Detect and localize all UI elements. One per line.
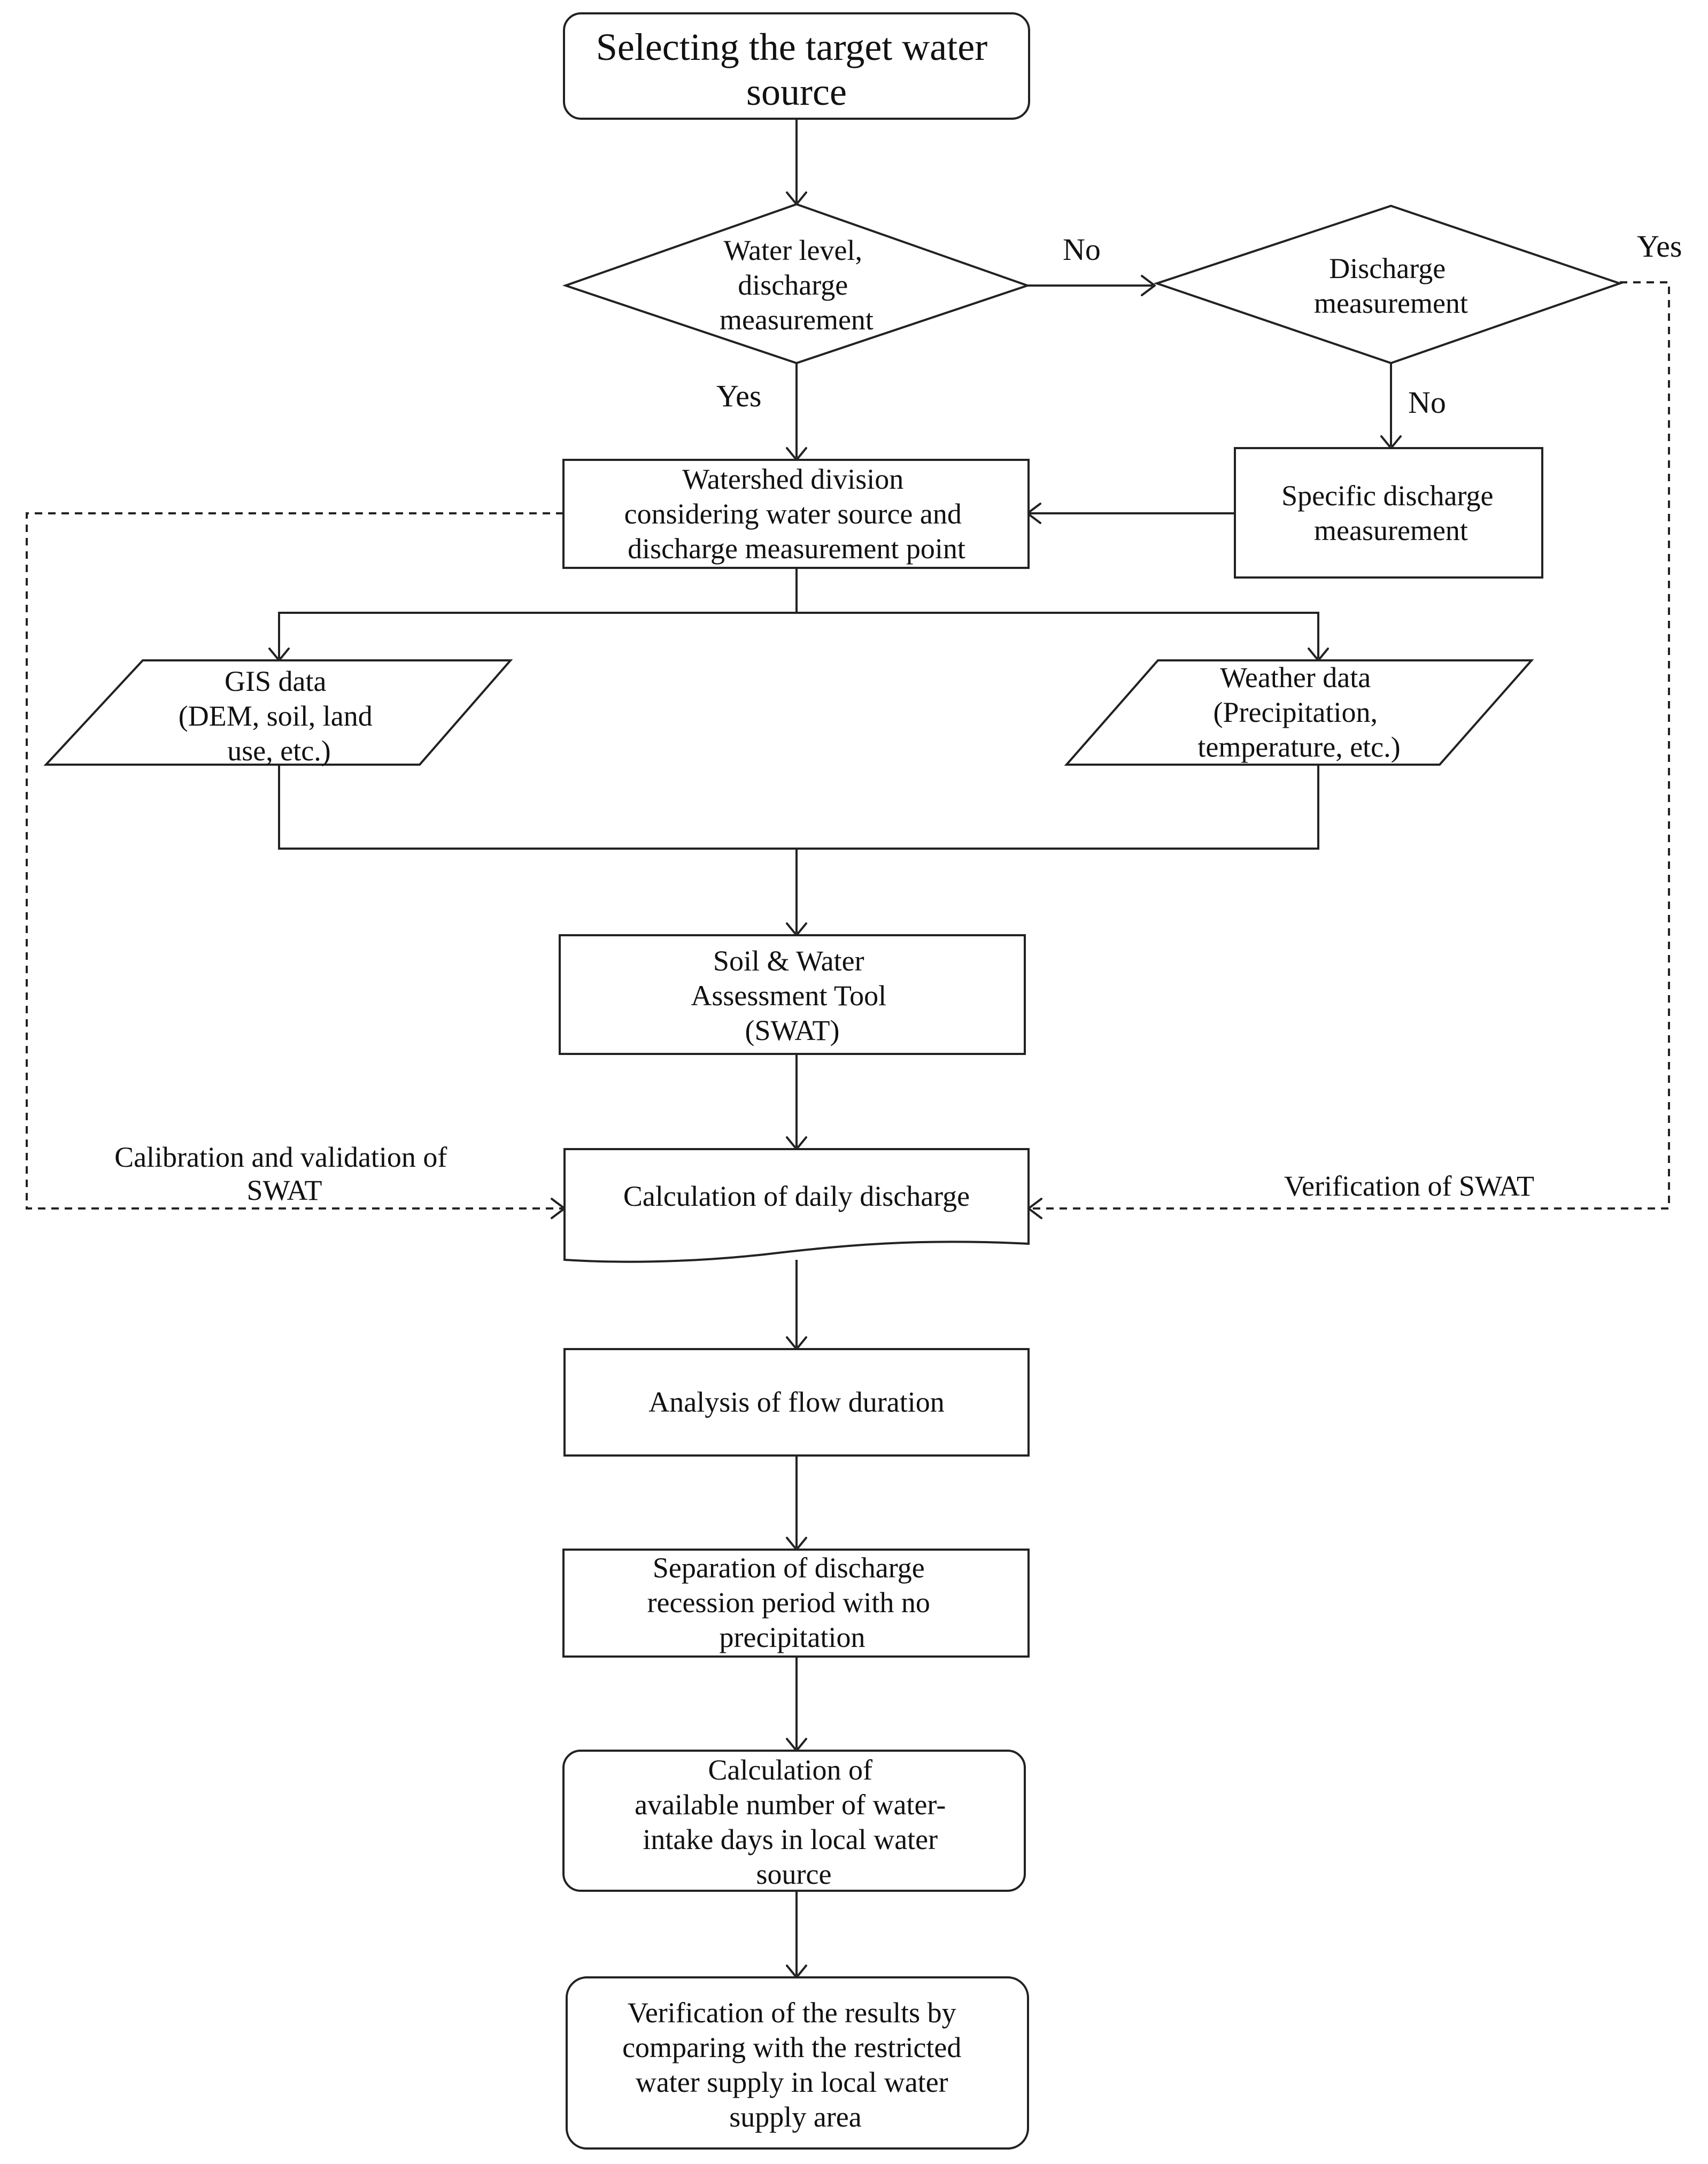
separation-node: Separation of discharge recession period…	[562, 1549, 1030, 1658]
decision-water-level-diamond	[562, 203, 1031, 365]
weather-data-parallelogram	[1064, 659, 1534, 766]
separation-line-2: recession period with no	[647, 1587, 930, 1619]
gis-data-node: GIS data (DEM, soil, land use, etc.)	[43, 659, 513, 767]
flow-duration-node: Analysis of flow duration	[563, 1348, 1030, 1457]
swat-node: Soil & Water Assessment Tool (SWAT)	[559, 934, 1026, 1055]
decision-water-level: Water level, discharge measurement	[562, 203, 1031, 365]
watershed-label: Watershed division considering water sou…	[624, 463, 969, 565]
verify-results-line-2: comparing with the restricted	[622, 2031, 961, 2063]
edge-label-calibration: Calibration and validation of SWAT	[114, 1141, 454, 1206]
decision-water-level-line-1: Water level,	[723, 234, 862, 266]
gis-data-line-1: GIS data	[225, 665, 326, 697]
edge-label-yes-down: Yes	[716, 379, 761, 413]
edge-label-no-right: No	[1063, 232, 1101, 267]
decision-discharge-line-1: Discharge	[1329, 252, 1446, 284]
separation-label: Separation of discharge recession period…	[647, 1552, 938, 1653]
verify-results-label: Verification of the results by comparing…	[622, 1997, 969, 2133]
watershed-line-1: Watershed division	[682, 463, 903, 495]
intake-days-line-3: intake days in local water	[643, 1823, 938, 1855]
separation-box	[562, 1549, 1030, 1658]
weather-data-line-3: temperature, etc.)	[1197, 731, 1400, 763]
edge-label-calibration-line-2: SWAT	[246, 1174, 322, 1206]
edge-label-no-down: No	[1408, 385, 1446, 420]
start-line-2: source	[746, 71, 847, 113]
flow-duration-line-1: Analysis of flow duration	[648, 1386, 944, 1418]
gis-data-parallelogram	[43, 659, 513, 766]
connector-to-weather	[797, 612, 1319, 658]
edge-label-yes-right: Yes	[1637, 229, 1682, 264]
verify-results-line-4: supply area	[729, 2101, 861, 2133]
swat-line-1: Soil & Water	[713, 945, 864, 977]
daily-discharge-label: Calculation of daily discharge	[623, 1180, 970, 1212]
verify-results-node: Verification of the results by comparing…	[566, 1976, 1029, 2150]
watershed-box	[562, 459, 1030, 569]
decision-water-level-line-3: measurement	[720, 304, 874, 336]
connector-calibration-dashed	[26, 512, 563, 1210]
separation-line-3: precipitation	[720, 1621, 865, 1653]
daily-discharge-node: Calculation of daily discharge	[563, 1148, 1030, 1263]
intake-days-box	[562, 1750, 1026, 1892]
weather-data-line-2: (Precipitation,	[1214, 696, 1378, 728]
decision-discharge-label: Discharge measurement	[1314, 252, 1468, 319]
connectors	[26, 119, 1670, 1978]
arrowhead-calibration	[551, 1198, 566, 1219]
arrowhead-no-to-discharge	[1141, 275, 1156, 296]
edge-labels: No Yes No Yes Calibration and validation…	[114, 229, 1682, 1206]
weather-data-node: Weather data (Precipitation, temperature…	[1064, 659, 1534, 766]
start-line-1: Selecting the target water	[596, 26, 987, 68]
decision-discharge-diamond	[1153, 204, 1624, 365]
specific-discharge-label: Specific discharge measurement	[1281, 480, 1501, 546]
decision-discharge: Discharge measurement	[1153, 204, 1624, 365]
flow-duration-label: Analysis of flow duration	[648, 1386, 944, 1418]
specific-discharge-line-1: Specific discharge	[1281, 480, 1493, 512]
start-node: Selecting the target water source	[563, 12, 1030, 120]
flow-duration-box	[563, 1348, 1030, 1457]
gis-data-line-3: use, etc.)	[227, 735, 330, 767]
gis-data-line-2: (DEM, soil, land	[179, 700, 373, 732]
decision-water-level-line-2: discharge	[738, 269, 848, 301]
swat-label: Soil & Water Assessment Tool (SWAT)	[691, 945, 893, 1046]
connector-verification-dashed	[1031, 281, 1670, 1210]
intake-days-line-2: available number of water-	[635, 1789, 946, 1821]
intake-days-label: Calculation of available number of water…	[635, 1754, 953, 1890]
edge-label-verification: Verification of SWAT	[1284, 1170, 1534, 1202]
swat-line-3: (SWAT)	[745, 1014, 840, 1046]
daily-discharge-document-shape	[563, 1148, 1030, 1263]
specific-discharge-line-2: measurement	[1314, 514, 1468, 546]
connector-gis-weather-join	[278, 765, 1319, 850]
swat-line-2: Assessment Tool	[691, 980, 886, 1012]
intake-days-node: Calculation of available number of water…	[562, 1750, 1026, 1892]
watershed-node: Watershed division considering water sou…	[562, 459, 1030, 569]
verify-results-box	[566, 1976, 1029, 2150]
specific-discharge-node: Specific discharge measurement	[1234, 447, 1543, 579]
edge-label-calibration-line-1: Calibration and validation of	[114, 1141, 447, 1173]
swat-box	[559, 934, 1026, 1055]
intake-days-line-1: Calculation of	[708, 1754, 872, 1786]
connector-watershed-split	[278, 568, 798, 658]
decision-discharge-line-2: measurement	[1314, 287, 1468, 319]
decision-water-level-label: Water level, discharge measurement	[720, 234, 874, 336]
verify-results-line-1: Verification of the results by	[628, 1997, 956, 2029]
weather-data-line-1: Weather data	[1220, 661, 1371, 694]
specific-discharge-box	[1234, 447, 1543, 579]
weather-data-label: Weather data (Precipitation, temperature…	[1197, 661, 1400, 763]
start-box	[563, 12, 1030, 120]
verify-results-line-3: water supply in local water	[636, 2066, 948, 2098]
watershed-line-3: discharge measurement point	[628, 533, 965, 565]
intake-days-line-4: source	[756, 1858, 832, 1890]
start-label: Selecting the target water source	[596, 26, 997, 113]
gis-data-label: GIS data (DEM, soil, land use, etc.)	[179, 665, 380, 767]
daily-discharge-line-1: Calculation of daily discharge	[623, 1180, 970, 1212]
separation-line-1: Separation of discharge	[653, 1552, 925, 1584]
watershed-line-2: considering water source and	[624, 498, 962, 530]
